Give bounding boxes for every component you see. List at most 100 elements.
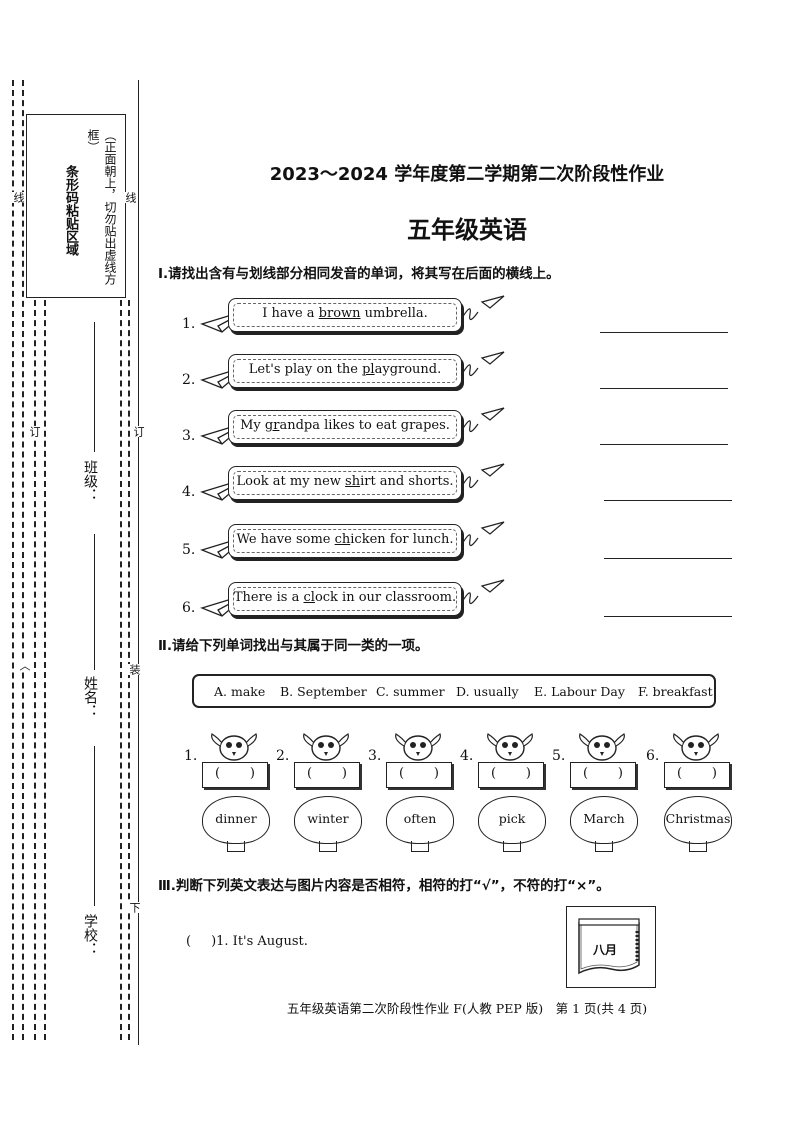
word-tree: pick xyxy=(478,796,546,844)
string-plane-icon xyxy=(461,579,505,605)
tree-word: dinner xyxy=(215,811,257,826)
answer-line[interactable] xyxy=(604,616,732,617)
answer-box[interactable]: () xyxy=(570,762,636,788)
option-a: A. make xyxy=(214,684,266,699)
tree-word: pick xyxy=(498,811,526,826)
item-number: 2. xyxy=(182,372,196,388)
cut-line xyxy=(22,80,24,1040)
string-plane-icon xyxy=(461,521,505,547)
word-tree: dinner xyxy=(202,796,270,844)
bird-icon xyxy=(395,733,441,761)
sentence-bubble: There is a clock in our classroom. xyxy=(228,582,462,616)
word-tree: winter xyxy=(294,796,362,844)
exam-title: 2023～2024 学年度第二学期第二次阶段性作业 xyxy=(269,164,665,185)
margin-rule xyxy=(138,80,139,1045)
item-number: 4. xyxy=(460,748,474,764)
school-label: 学校： xyxy=(82,914,98,956)
seal-mark: 装 xyxy=(126,664,142,675)
item-number: 3. xyxy=(368,748,382,764)
answer-line[interactable] xyxy=(604,500,732,501)
calendar-picture: 八月 xyxy=(566,906,656,988)
answer-box[interactable]: () xyxy=(478,762,544,788)
seal-mark: 线 xyxy=(122,192,138,203)
judge-item-1: ( )1. It's August. xyxy=(186,934,308,949)
option-e: E. Labour Day xyxy=(534,684,625,699)
tree-trunk xyxy=(595,841,613,852)
answer-line[interactable] xyxy=(600,388,728,389)
seal-mark: 下 xyxy=(126,902,142,913)
sentence-bubble: Let's play on the playground. xyxy=(228,354,462,388)
bird-icon xyxy=(303,733,349,761)
option-b: B. September xyxy=(280,684,367,699)
item-number: 2. xyxy=(276,748,290,764)
sentence-bubble: We have some chicken for lunch. xyxy=(228,524,462,558)
tree-trunk xyxy=(689,841,707,852)
name-label: 姓名： xyxy=(82,676,98,718)
cut-line xyxy=(44,300,46,1040)
answer-box[interactable]: () xyxy=(664,762,730,788)
tree-word: often xyxy=(403,811,437,826)
seal-mark: 〈 xyxy=(16,660,32,671)
part2-instruction: Ⅱ.请给下列单词找出与其属于同一类的一项。 xyxy=(158,638,429,654)
tree-word: Christmas xyxy=(665,811,731,826)
name-field-line[interactable] xyxy=(94,534,95,670)
bird-icon xyxy=(487,733,533,761)
word-tree: often xyxy=(386,796,454,844)
item-number: 1. xyxy=(182,316,196,332)
item-number: 4. xyxy=(182,484,196,500)
tree-trunk xyxy=(411,841,429,852)
judge-text: )1. It's August. xyxy=(211,934,308,949)
seal-mark: 订 xyxy=(26,426,42,437)
answer-box[interactable]: () xyxy=(294,762,360,788)
option-f: F. breakfast xyxy=(638,684,713,699)
cut-line xyxy=(12,80,14,1040)
answer-box[interactable]: () xyxy=(386,762,452,788)
answer-line[interactable] xyxy=(600,332,728,333)
item-number: 1. xyxy=(184,748,198,764)
cut-line xyxy=(120,300,122,1040)
string-plane-icon xyxy=(461,463,505,489)
underlined-letters: brown xyxy=(318,306,361,321)
word-tree: March xyxy=(570,796,638,844)
bird-icon xyxy=(673,733,719,761)
string-plane-icon xyxy=(461,407,505,433)
options-box: A. make B. September C. summer D. usuall… xyxy=(192,674,716,708)
answer-paren[interactable]: ( xyxy=(186,934,192,949)
subject-title: 五年级英语 xyxy=(407,216,527,244)
answer-line[interactable] xyxy=(604,558,732,559)
class-field-line[interactable] xyxy=(94,322,95,452)
bird-icon xyxy=(211,733,257,761)
part3-instruction: Ⅲ.判断下列英文表达与图片内容是否相符，相符的打“√”，不符的打“×”。 xyxy=(158,878,610,894)
underlined-letters: cl xyxy=(303,590,315,605)
answer-line[interactable] xyxy=(600,444,728,445)
tree-trunk xyxy=(503,841,521,852)
item-number: 5. xyxy=(182,542,196,558)
page-footer: 五年级英语第二次阶段性作业 F(人教 PEP 版) 第 1 页(共 4 页) xyxy=(286,1001,648,1016)
sentence-bubble: Look at my new shirt and shorts. xyxy=(228,466,462,500)
bird-icon xyxy=(579,733,625,761)
sentence-bubble: My grandpa likes to eat grapes. xyxy=(228,410,462,444)
barcode-label: 条形码粘贴区域 xyxy=(63,165,78,256)
tree-word: winter xyxy=(307,811,349,826)
underlined-letters: gr xyxy=(264,418,280,433)
word-tree: Christmas xyxy=(664,796,732,844)
class-label: 班级： xyxy=(82,460,98,502)
part1-instruction: Ⅰ.请找出含有与划线部分相同发音的单词，将其写在后面的横线上。 xyxy=(158,266,560,282)
sentence-bubble: I have a brown umbrella. xyxy=(228,298,462,332)
seal-mark: 线 xyxy=(10,192,26,203)
option-c: C. summer xyxy=(376,684,445,699)
underlined-letters: ch xyxy=(334,532,351,547)
underlined-letters: sh xyxy=(345,474,361,489)
barcode-area: （正面朝上，切勿贴出虚线方框） 条形码粘贴区域 xyxy=(26,114,126,298)
answer-box[interactable]: () xyxy=(202,762,268,788)
seal-mark: 订 xyxy=(130,426,146,437)
string-plane-icon xyxy=(461,295,505,321)
underlined-letters: pl xyxy=(362,362,375,377)
item-number: 6. xyxy=(182,600,196,616)
tree-trunk xyxy=(227,841,245,852)
option-d: D. usually xyxy=(456,684,519,699)
school-field-line[interactable] xyxy=(94,746,95,906)
item-number: 6. xyxy=(646,748,660,764)
barcode-note: （正面朝上，切勿贴出虚线方框） xyxy=(86,129,117,285)
tree-word: March xyxy=(583,811,625,826)
